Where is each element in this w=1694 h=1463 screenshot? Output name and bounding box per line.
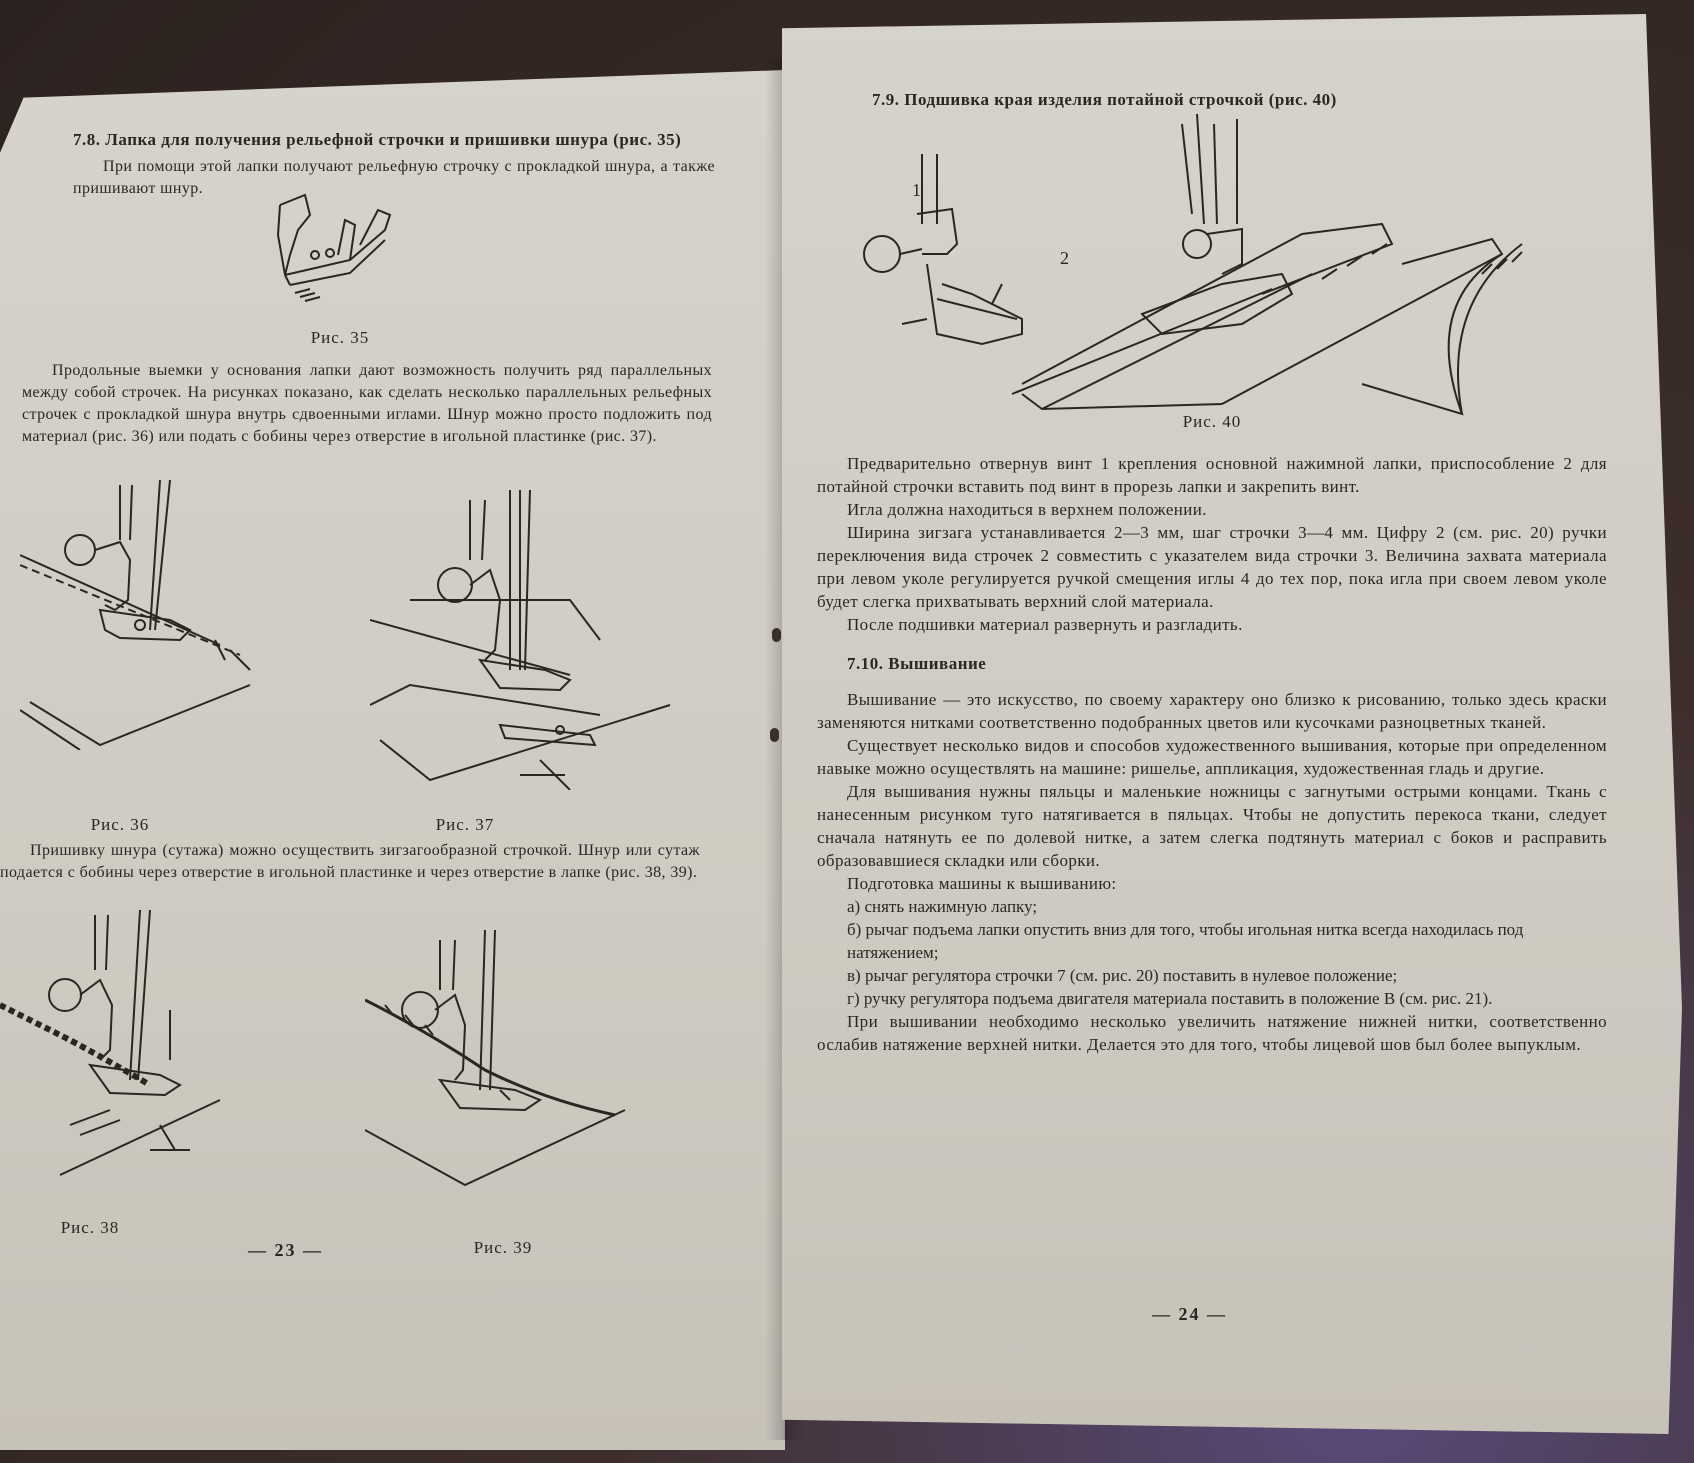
figure-35 (250, 185, 410, 315)
figure-39 (365, 930, 645, 1190)
section-heading-7-8: 7.8. Лапка для получения рельефной строч… (73, 130, 682, 149)
paragraph-r2: Игла должна находиться в верхнем положен… (847, 500, 1207, 519)
fig37-caption: Рис. 37 (435, 815, 495, 834)
fig40-label-2: 2 (1060, 248, 1069, 268)
list-item-b: б) рычаг подъема лапки опустить вниз для… (847, 920, 1524, 962)
left-page: 7.8. Лапка для получения рельефной строч… (0, 70, 785, 1450)
list-item-g: г) ручку регулятора подъема двигателя ма… (847, 989, 1493, 1008)
staple-hole-bottom (770, 728, 779, 742)
page-number-24: — 24 — (1152, 1304, 1227, 1324)
list-item-v: в) рычаг регулятора строчки 7 (см. рис. … (847, 966, 1398, 985)
paragraph-r9: При вышивании необходимо несколько увели… (817, 1012, 1607, 1054)
figure-38 (0, 910, 240, 1180)
paragraph-r5: Вышивание — это искусство, по своему хар… (817, 690, 1607, 732)
paragraph-r3: Ширина зигзага устанавливается 2—3 мм, ш… (817, 523, 1607, 611)
figure-40: 1 2 (842, 104, 1622, 424)
staple-hole-top (772, 628, 781, 642)
paragraph-r8: Подготовка машины к вышиванию: (847, 874, 1117, 893)
section-heading-7-10: 7.10. Вышивание (847, 654, 987, 673)
list-item-a: а) снять нажимную лапку; (847, 897, 1038, 916)
fig40-label-1: 1 (912, 180, 921, 200)
right-page: 7.9. Подшивка края изделия потайной стро… (782, 14, 1682, 1434)
paragraph-r1: Предварительно отвернув винт 1 крепления… (817, 454, 1607, 496)
page-number-23: — 23 — (248, 1240, 323, 1260)
intro-text: При помощи этой лапки получают рельефную… (73, 158, 715, 197)
fig39-caption: Рис. 39 (473, 1238, 533, 1257)
figure-36 (20, 480, 280, 750)
paragraph-1: Продольные выемки у основания лапки дают… (22, 362, 712, 445)
paragraph-r4: После подшивки материал развернуть и раз… (847, 615, 1243, 634)
fig38-caption: Рис. 38 (60, 1218, 120, 1237)
section-heading-7-9: 7.9. Подшивка края изделия потайной стро… (872, 90, 1337, 109)
paragraph-r7: Для вышивания нужны пяльцы и маленькие н… (817, 782, 1607, 870)
paragraph-r6: Существует несколько видов и способов ху… (817, 736, 1607, 778)
fig35-caption: Рис. 35 (310, 328, 370, 347)
figure-37 (370, 490, 690, 790)
paragraph-2: Пришивку шнура (сутажа) можно осуществит… (0, 842, 700, 881)
fig40-caption: Рис. 40 (1182, 412, 1242, 431)
fig36-caption: Рис. 36 (90, 815, 150, 834)
